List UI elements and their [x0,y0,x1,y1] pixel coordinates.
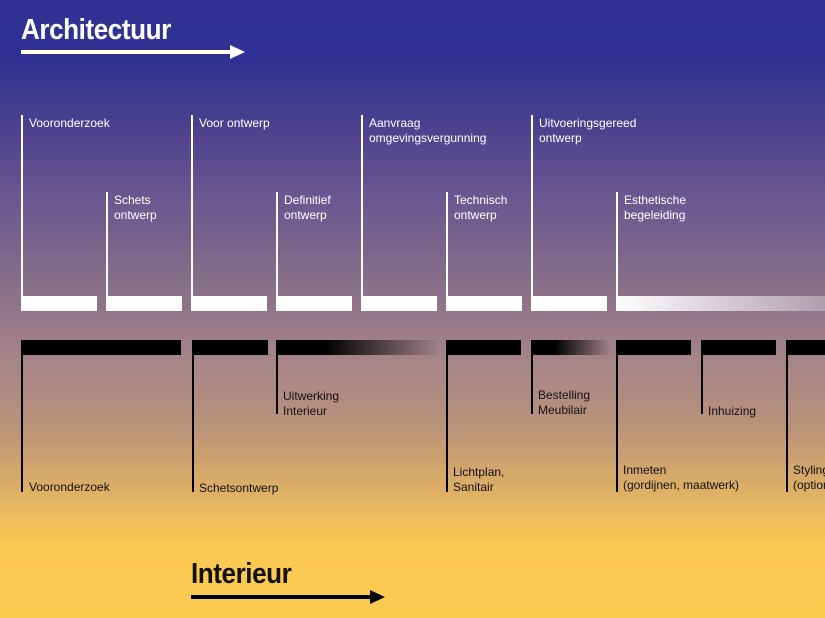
interieur-phase-bar [192,340,268,355]
interieur-phase-label-2: (gordijnen, maatwerk) [623,478,740,492]
interieur-phase-label-1: Styling [793,463,825,477]
interieur-title: Interieur [191,558,292,590]
interieur-phase-label-1: Inhuizing [708,404,757,418]
interieur-phase-line [616,355,618,492]
architectuur-phase-label-1: Uitvoeringsgereed [539,116,637,130]
interieur-phase-label-1: Uitwerking [283,389,340,403]
architectuur-phase-bar [531,296,607,311]
architectuur-phase-label-2: begeleiding [624,208,686,222]
interieur-phase-label-1: Lichtplan, [453,465,505,479]
architectuur-phase-label-1: Definitief [284,193,331,207]
architectuur-phase-line [21,115,23,310]
interieur-phase-bar [446,340,521,355]
interieur-phase-label-2: Sanitair [453,480,494,494]
architectuur-phase-bar [361,296,437,311]
architectuur-phase-line [106,192,108,310]
interieur-phase-bar [701,340,776,355]
interieur-phase-bar [21,340,181,355]
architectuur-phase-label-2: ontwerp [454,208,497,222]
architectuur-phase-label-1: Esthetische [624,193,687,207]
interieur-phase-line [531,355,533,414]
interieur-phase-bar [276,340,440,355]
interieur-phase-label-2: (optioneel) [793,478,825,492]
architectuur-phase-label-1: Aanvraag [369,116,421,130]
architectuur-phase-label-1: Vooronderzoek [29,116,110,130]
architectuur-phase-label-2: ontwerp [539,131,582,145]
architectuur-phase-line [276,192,278,310]
architectuur-phase-bar [106,296,182,311]
architectuur-phase-line [361,115,363,310]
architectuur-phase-bar [446,296,522,311]
architectuur-phase-line [531,115,533,310]
interieur-phase-bar [531,340,610,355]
architectuur-phase-line [191,115,193,310]
architectuur-phase-label-1: Voor ontwerp [199,116,270,130]
architectuur-phase-line [446,192,448,310]
interieur-phase-line [446,355,448,492]
architectuur-phase-label-2: ontwerp [114,208,157,222]
interieur-phase-label-2: Interieur [283,404,328,418]
architectuur-phase-label-1: Technisch [454,193,508,207]
interieur-phase-line [786,355,788,492]
architectuur-phase-bar [21,296,97,311]
interieur-phase-label-1: Bestelling [538,388,591,402]
interieur-phase-bar [616,340,691,355]
architectuur-phase-bar [276,296,352,311]
architectuur-phase-line [616,192,618,310]
architectuur-arrow-icon [21,45,245,59]
interieur-phase-line [21,355,23,492]
architectuur-phase-label-2: omgevingsvergunning [369,131,487,145]
interieur-phase-label-2: Meubilair [538,403,587,417]
interieur-phase-label-1: Schetsontwerp [199,481,279,495]
interieur-phase-line [276,355,278,414]
interieur-arrow-icon [191,590,385,604]
architectuur-phase-bar [191,296,267,311]
architectuur-phase-label-2: ontwerp [284,208,327,222]
interieur-phase-bar [786,340,825,355]
architectuur-title: Architectuur [21,14,171,46]
interieur-phase-line [701,355,703,414]
interieur-phase-label-1: Inmeten [623,463,667,477]
interieur-phase-label-1: Vooronderzoek [29,480,110,494]
interieur-phase-line [192,355,194,492]
architectuur-phase-bar [616,296,825,311]
architectuur-phase-label-1: Schets [114,193,151,207]
